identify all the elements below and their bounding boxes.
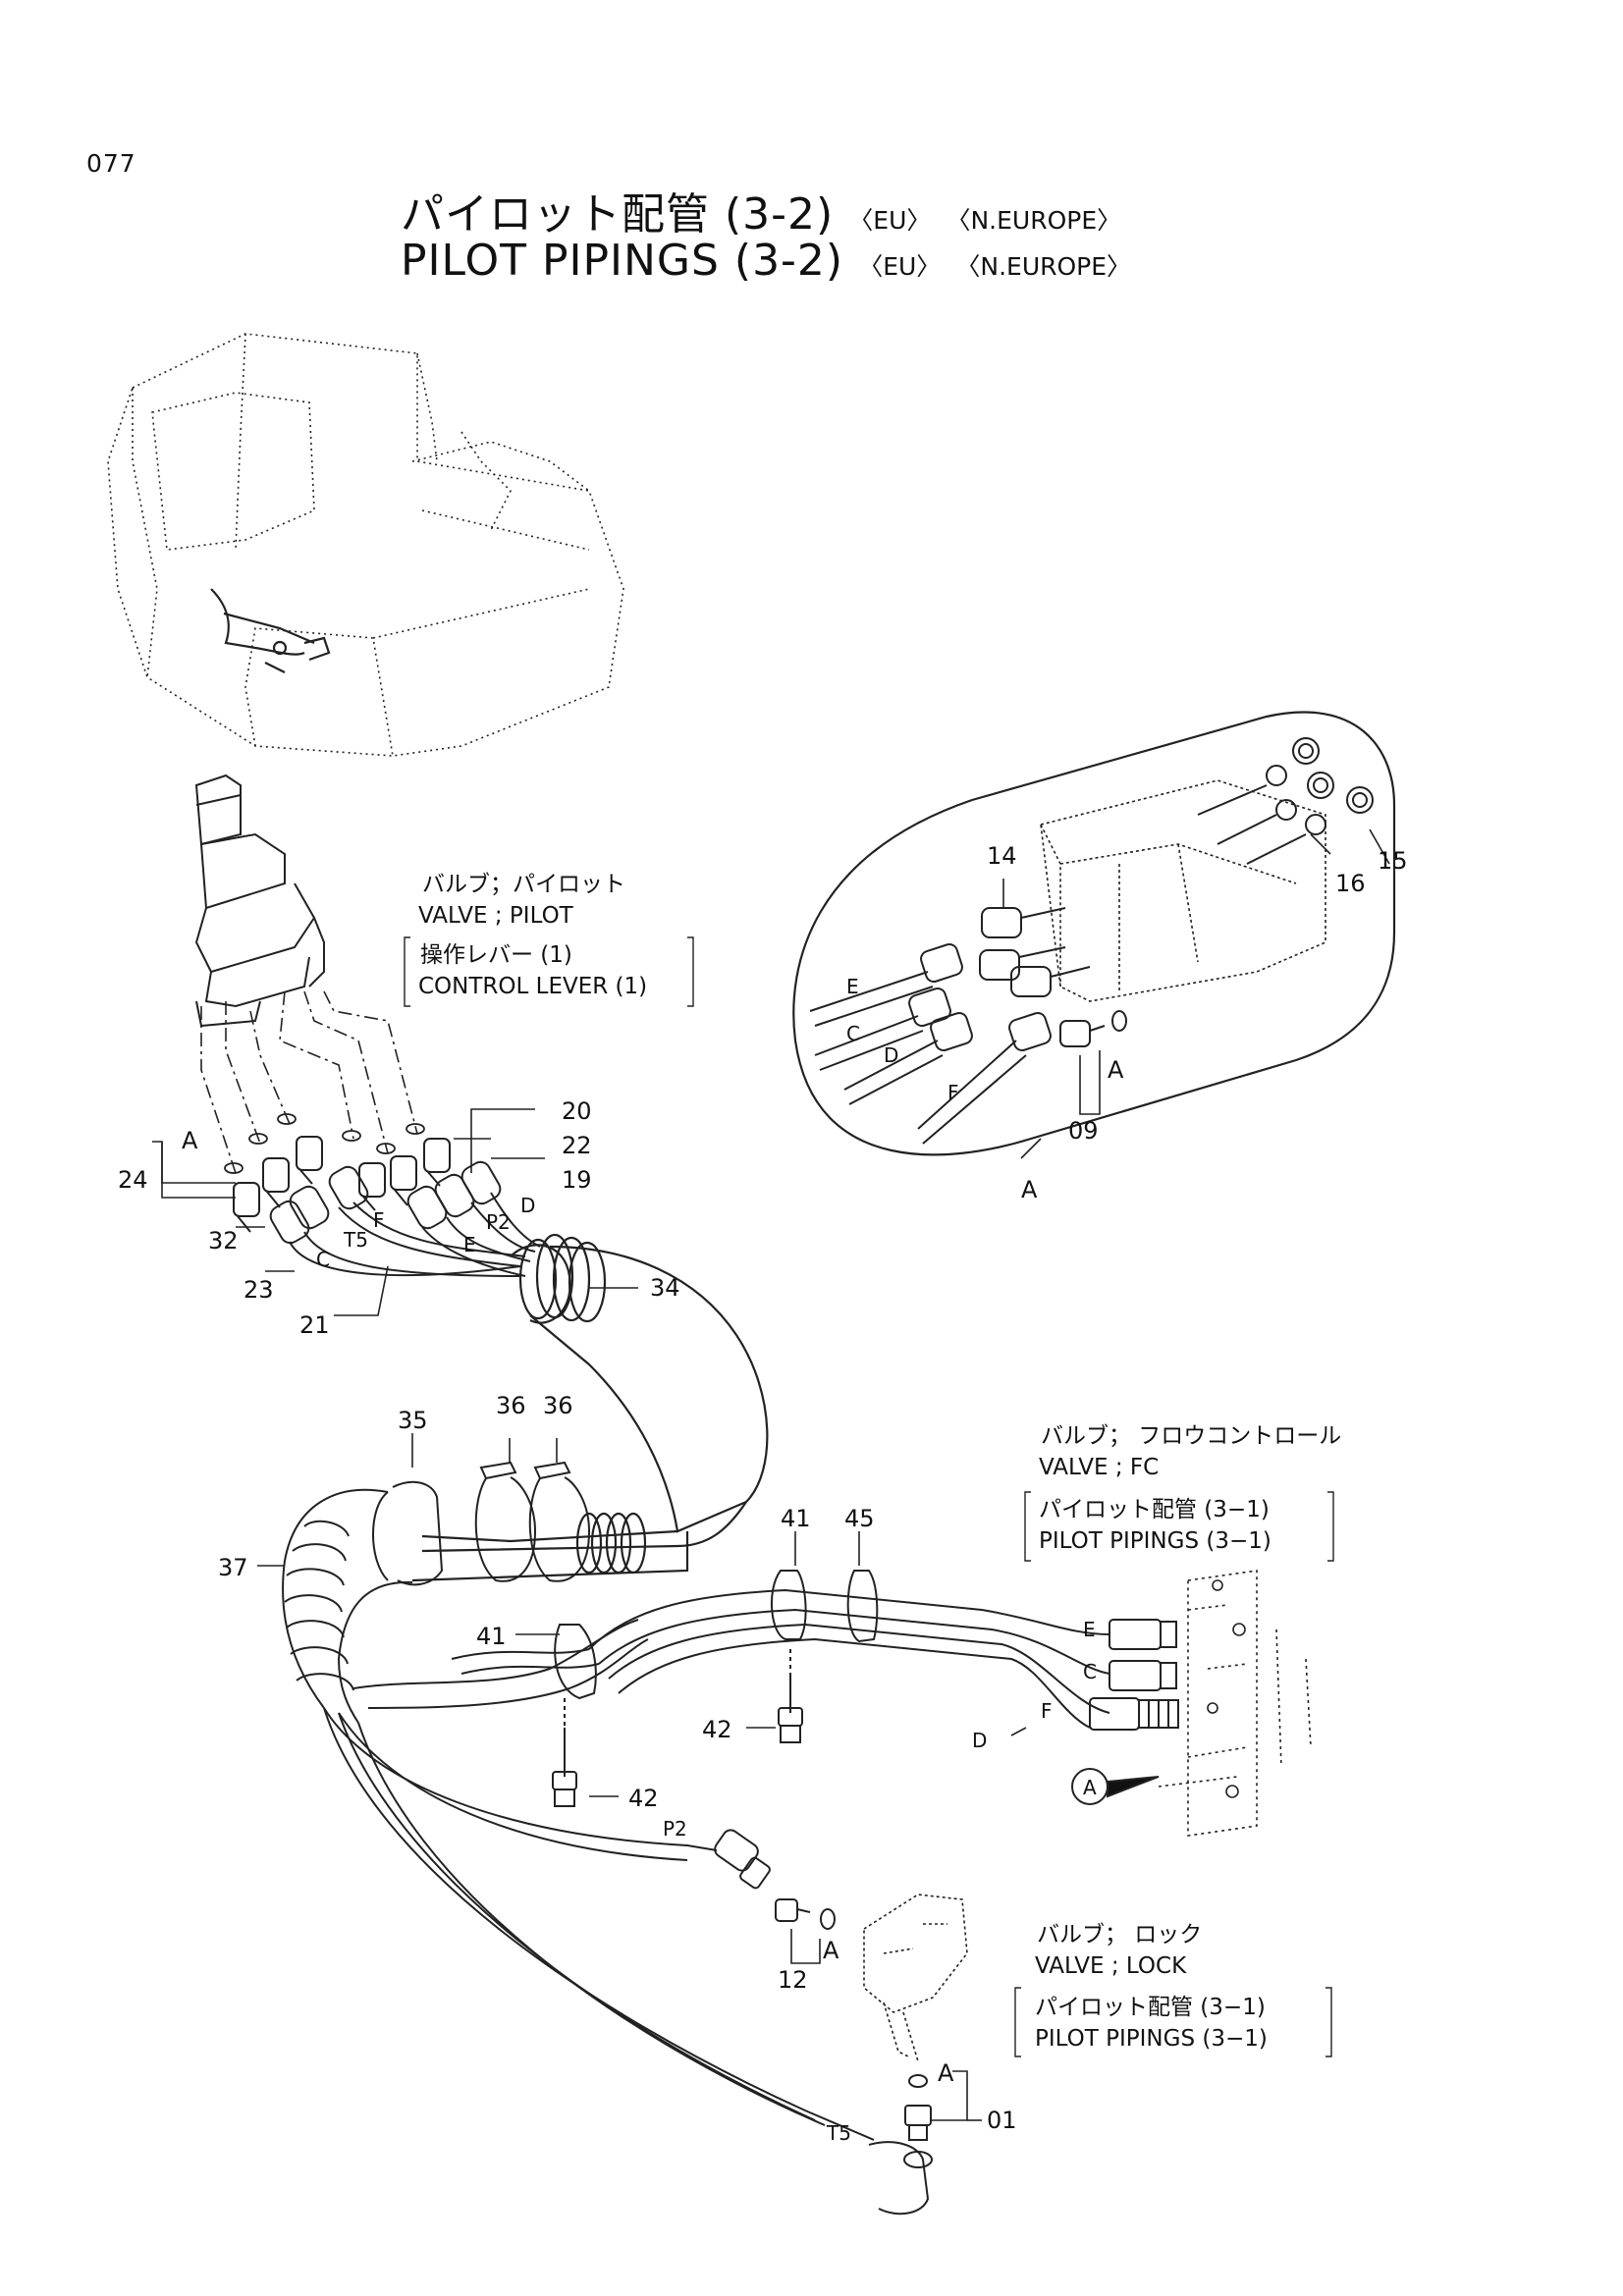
note-brackets	[404, 936, 1334, 2057]
note-pilot-pipings-ref-2-ja: パイロット配管 (3−1)	[1035, 1995, 1266, 2020]
port-lever-a: A	[182, 1127, 198, 1154]
port-lever-d: D	[520, 1194, 535, 1217]
hose-bundle-sleeve	[411, 1233, 769, 1582]
note-fc-valve: バルブ； フロウコントロール VALVE ; FC パイロット配管 (3−1) …	[1039, 1423, 1341, 1554]
title-en-text: PILOT PIPINGS (3-2)	[401, 236, 844, 286]
note-pilot-pipings-ref-2-en: PILOT PIPINGS (3−1)	[1035, 2026, 1268, 2052]
note-pilot-pipings-ref-1-ja: パイロット配管 (3−1)	[1039, 1497, 1270, 1522]
fc-valve-ports	[1207, 1579, 1246, 1798]
callout-35: 35	[398, 1407, 428, 1434]
pilot-valve	[194, 774, 325, 1028]
lever-o-rings	[224, 1113, 425, 1174]
port-detail-d: D	[884, 1043, 898, 1067]
note-lock-valve: バルブ； ロック VALVE ; LOCK パイロット配管 (3−1) PILO…	[1035, 1922, 1268, 2052]
port-detail-f: F	[947, 1081, 959, 1104]
callout-32: 32	[208, 1227, 239, 1255]
callout-22: 22	[562, 1132, 592, 1159]
lock-fittings	[868, 2074, 933, 2216]
note-lock-valve-en: VALVE ; LOCK	[1035, 1953, 1187, 1979]
port-lever-c: C	[316, 1248, 330, 1271]
callout-09: 09	[1068, 1117, 1099, 1145]
part-callouts: 14 15 16 09 20 22 19 24 32 23 21 34 35 3…	[118, 842, 1408, 2134]
note-pilot-valve: バルブ；パイロット VALVE ; PILOT 操作レバー (1) CONTRO…	[418, 872, 647, 999]
excavator-overview	[107, 333, 624, 757]
port-letters: E C D F A A A F P2 D T5 C E E C F D A P2…	[182, 975, 1124, 2145]
detail-a-frame	[792, 711, 1396, 1156]
clamps	[372, 1461, 591, 1586]
callout-23: 23	[243, 1276, 274, 1304]
fc-fittings	[1089, 1619, 1179, 1731]
callout-19: 19	[562, 1166, 592, 1194]
port-lever-f: F	[373, 1208, 385, 1232]
port-fc-c: C	[1083, 1660, 1097, 1683]
title-ja-text: パイロット配管 (3-2)	[401, 189, 835, 240]
note-pilot-valve-en: VALVE ; PILOT	[418, 903, 574, 929]
fc-hoses	[451, 1588, 1110, 1729]
hose-clamps	[552, 1570, 879, 1807]
note-control-lever-ja: 操作レバー (1)	[420, 942, 572, 968]
title-tag-neurope: 〈N.EUROPE〉	[955, 252, 1132, 281]
callout-14: 14	[987, 842, 1017, 870]
callout-01: 01	[987, 2107, 1017, 2134]
title-tag-eu: 〈EU〉	[858, 252, 942, 281]
callout-42a: 42	[702, 1716, 732, 1743]
view-a-label: A	[1083, 1776, 1097, 1799]
cab-lever-detail	[210, 588, 331, 673]
callout-24: 24	[118, 1166, 148, 1194]
port-fc-d: D	[972, 1729, 987, 1752]
callout-42b: 42	[628, 1785, 659, 1812]
p2-hose-end	[714, 1829, 836, 1930]
callout-16: 16	[1335, 870, 1366, 897]
detail-a-hose-ends	[809, 942, 1127, 1145]
title-tag-eu: 〈EU〉	[848, 206, 932, 235]
callout-34: 34	[650, 1274, 680, 1302]
port-lever-p2: P2	[486, 1210, 511, 1234]
port-fc-f: F	[1041, 1699, 1053, 1723]
callout-36a: 36	[496, 1392, 526, 1419]
port-lever-t5: T5	[343, 1228, 368, 1252]
note-pilot-valve-ja: バルブ；パイロット	[422, 872, 625, 897]
fc-valve-body	[1158, 1570, 1312, 1837]
port-detail-e: E	[846, 975, 859, 998]
detail-frame-label-a: A	[1021, 1176, 1038, 1203]
port-hose-p2: P2	[663, 1817, 687, 1841]
port-lock-a1: A	[823, 1937, 839, 1964]
callout-15: 15	[1378, 847, 1408, 875]
view-a-marker	[1071, 1768, 1160, 1805]
spiral-wrap-bundle	[282, 1488, 413, 1724]
callout-45: 45	[844, 1505, 875, 1532]
port-detail-c: C	[846, 1022, 860, 1045]
lever-hoses	[289, 1192, 541, 1277]
lock-valve	[863, 1894, 968, 2062]
page-number: 077	[86, 149, 136, 178]
callout-41a: 41	[781, 1505, 811, 1532]
callout-36b: 36	[543, 1392, 573, 1419]
port-lock-a2: A	[938, 2059, 954, 2087]
lever-elbow-fittings	[233, 1136, 451, 1233]
callout-37: 37	[218, 1554, 248, 1581]
detail-a-nuts-washers	[1197, 737, 1374, 865]
callout-41b: 41	[476, 1623, 507, 1650]
detail-a-valve-block	[1040, 779, 1326, 1002]
port-lever-e: E	[463, 1233, 476, 1256]
title-english: PILOT PIPINGS (3-2) 〈EU〉 〈N.EUROPE〉	[401, 236, 1131, 286]
detail-a-bolts-14	[979, 907, 1091, 997]
callout-21: 21	[299, 1311, 330, 1339]
port-hose-t5: T5	[826, 2121, 851, 2145]
note-pilot-pipings-ref-1-en: PILOT PIPINGS (3−1)	[1039, 1528, 1271, 1554]
port-detail-a: A	[1108, 1056, 1124, 1084]
callout-leaders	[152, 828, 1390, 2121]
port-fc-e: E	[1083, 1618, 1096, 1641]
note-fc-valve-en: VALVE ; FC	[1039, 1455, 1159, 1480]
pilot-valve-leaders	[200, 990, 418, 1174]
title-tag-neurope: 〈N.EUROPE〉	[946, 206, 1122, 235]
callout-12: 12	[778, 1966, 808, 1994]
note-fc-valve-ja: バルブ； フロウコントロール	[1041, 1423, 1341, 1449]
title-japanese: パイロット配管 (3-2) 〈EU〉 〈N.EUROPE〉	[401, 179, 1121, 241]
note-lock-valve-ja: バルブ； ロック	[1037, 1922, 1202, 1948]
note-control-lever-en: CONTROL LEVER (1)	[418, 974, 647, 999]
lower-hoses	[323, 1619, 875, 2141]
callout-20: 20	[562, 1097, 592, 1125]
